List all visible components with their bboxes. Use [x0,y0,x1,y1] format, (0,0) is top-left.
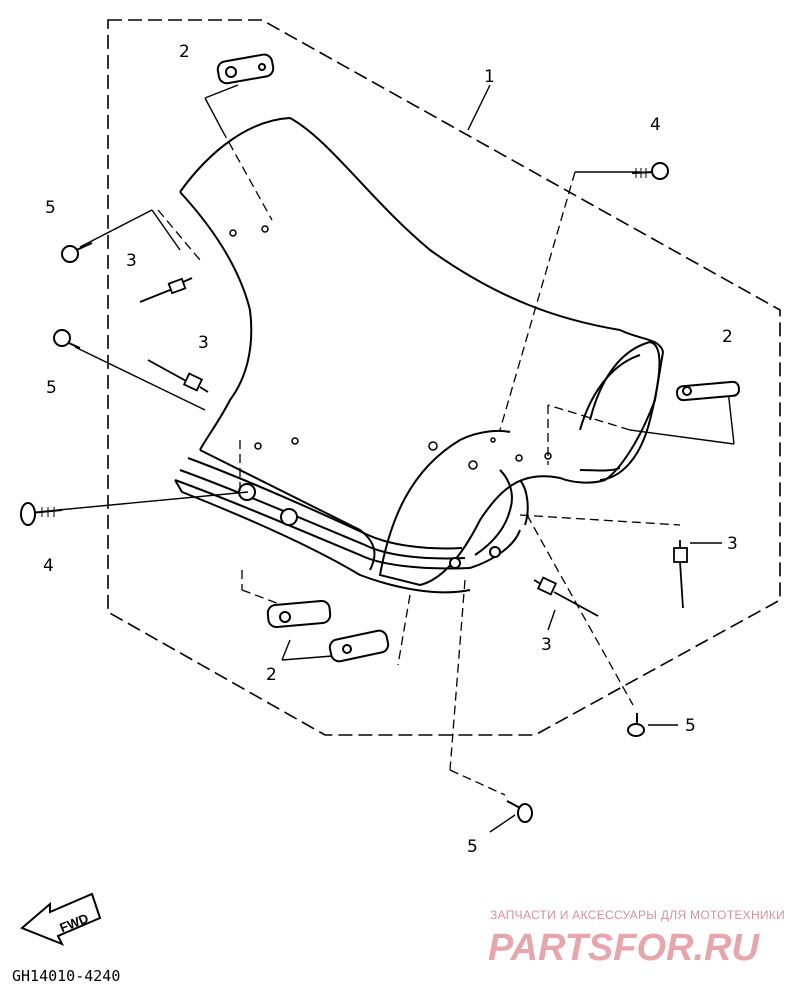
callout-1: 1 [484,67,495,87]
screw-left [20,502,63,526]
screw-top [631,162,669,180]
callout-2-top: 2 [179,42,190,62]
plate-top [216,53,275,85]
rivet-right [673,540,688,609]
mounting-holes [229,225,552,470]
plate-right [676,380,740,402]
assembly-boundary [107,19,781,736]
callout-3-left-mid: 3 [198,333,209,353]
watermark-tagline: ЗАПЧАСТИ И АКСЕССУАРЫ ДЛЯ МОТОТЕХНИКИ [490,908,785,922]
bolt-left-top [61,242,93,263]
callout-5-left-top: 5 [45,198,56,218]
plate-bottom-right [328,629,390,663]
bolt-left-mid [53,329,81,349]
rivet-bottom [533,576,599,617]
rim-grommets [238,483,501,569]
callout-4-top: 4 [650,115,661,135]
callout-2-bottom: 2 [266,665,277,685]
plate-bottom-left [266,600,332,628]
callout-3-left-top: 3 [126,251,137,271]
rivet-left-top [139,277,193,303]
callout-5-bottom: 5 [467,837,478,857]
bolt-right-bottom [627,713,645,737]
rivet-left-mid [147,359,209,393]
bolt-bottom [506,800,533,823]
callout-3-right: 3 [727,534,738,554]
callout-2-right: 2 [722,327,733,347]
drawing-code: GH14010-4240 [12,967,120,985]
callout-3-bottom: 3 [541,635,552,655]
cowling-body [174,116,665,594]
callout-5-right-bottom: 5 [685,716,696,736]
fwd-arrow-icon: FWD [20,892,102,946]
watermark-brand: PARTSFOR.RU [488,927,760,969]
callout-5-left-mid: 5 [46,378,57,398]
assembly-dashed-lines [157,129,681,796]
callout-4-left: 4 [43,556,54,576]
